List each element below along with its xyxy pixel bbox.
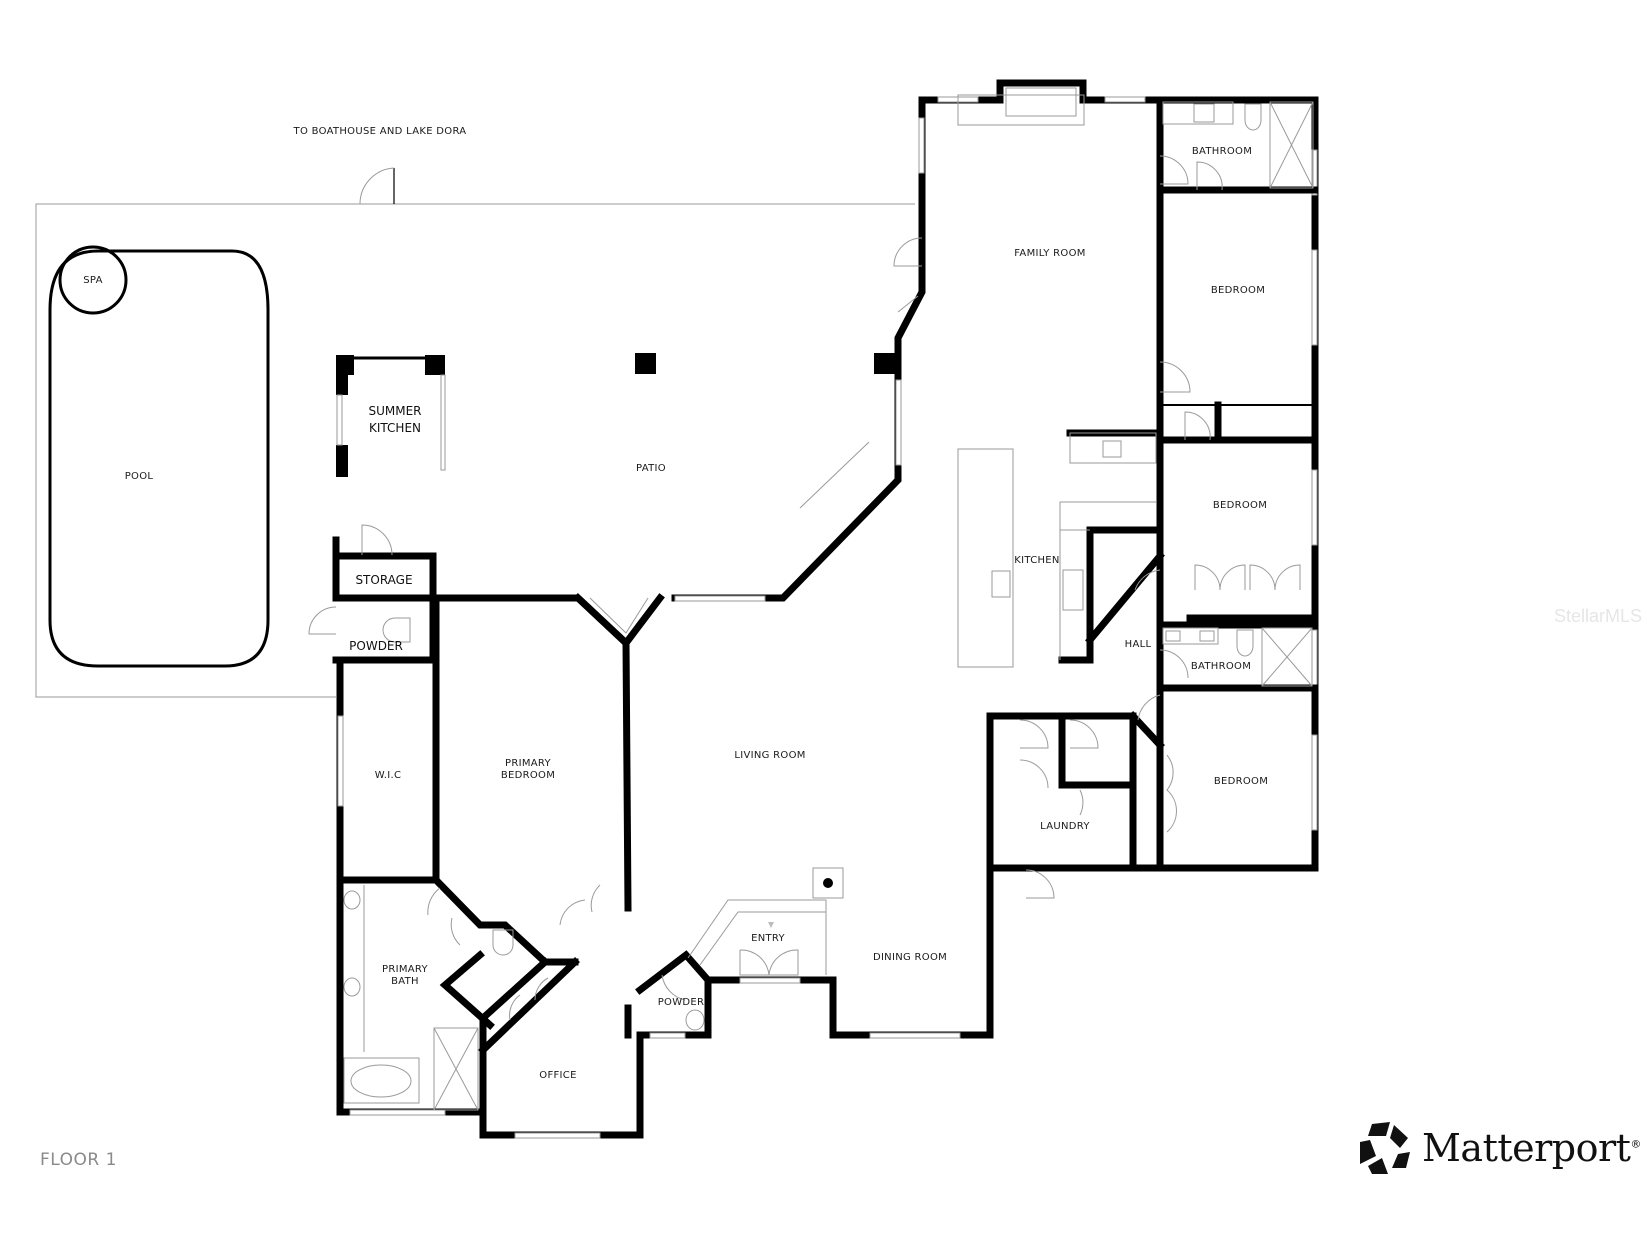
doors <box>427 237 1301 1021</box>
label-bedroom-se: BEDROOM <box>1214 776 1268 787</box>
room-labels: TO BOATHOUSE AND LAKE DORA SPA POOL SUMM… <box>83 126 1268 1081</box>
direction-note: TO BOATHOUSE AND LAKE DORA <box>293 126 467 137</box>
gate-door <box>359 167 395 205</box>
label-bathroom-e: BATHROOM <box>1191 661 1251 672</box>
brand-name: Matterport® <box>1422 1126 1641 1170</box>
label-powder-west: POWDER <box>349 639 403 653</box>
label-primary-bedroom-1: PRIMARY <box>505 758 552 769</box>
spa <box>58 245 128 315</box>
label-primary-bedroom-2: BEDROOM <box>501 770 555 781</box>
bathroom-ne-fixtures <box>1159 101 1314 191</box>
label-bedroom-ne: BEDROOM <box>1211 285 1265 296</box>
label-powder-entry: POWDER <box>658 997 705 1008</box>
matterport-brand: Matterport® <box>1356 1120 1641 1176</box>
label-laundry: LAUNDRY <box>1040 821 1090 832</box>
summer-kitchen <box>336 355 446 477</box>
primary-suite-walls <box>336 593 665 1116</box>
patio-column <box>874 353 897 374</box>
kitchen-island <box>957 448 1014 668</box>
patio-column <box>635 353 656 374</box>
label-wic: W.I.C <box>375 770 402 781</box>
label-spa: SPA <box>83 275 102 286</box>
label-pool: POOL <box>125 471 154 482</box>
label-bathroom-ne: BATHROOM <box>1192 146 1252 157</box>
label-living-room: LIVING ROOM <box>734 750 805 761</box>
kitchen-fixtures <box>957 87 1157 668</box>
east-wing-walls <box>1028 96 1319 872</box>
primary-bath-fixtures <box>343 885 514 1111</box>
label-summer-kitchen-2: KITCHEN <box>369 421 421 435</box>
pool-deck-outline <box>35 203 915 698</box>
label-bedroom-e-mid: BEDROOM <box>1213 500 1267 511</box>
matterport-logo-icon <box>1360 1122 1410 1174</box>
pool <box>48 245 270 668</box>
label-primary-bath-1: PRIMARY <box>382 964 429 975</box>
label-hall: HALL <box>1125 639 1152 650</box>
storage-powder-block <box>308 524 437 664</box>
label-kitchen: KITCHEN <box>1014 555 1059 566</box>
label-summer-kitchen-1: SUMMER <box>368 404 421 418</box>
label-office: OFFICE <box>539 1070 576 1081</box>
label-storage: STORAGE <box>355 573 412 587</box>
exterior-walls <box>332 79 1319 1139</box>
entry-powder-walls <box>624 950 713 1039</box>
label-family-room: FAMILY ROOM <box>1014 248 1085 259</box>
label-patio: PATIO <box>636 463 666 474</box>
bathroom-e-fixtures <box>1162 627 1313 687</box>
label-primary-bath-2: BATH <box>391 976 419 987</box>
label-dining-room: DINING ROOM <box>873 952 947 963</box>
entry-features <box>687 867 844 976</box>
watermark: StellarMLS <box>1554 606 1643 626</box>
floor-label: FLOOR 1 <box>40 1150 117 1170</box>
label-entry: ENTRY <box>751 933 785 944</box>
